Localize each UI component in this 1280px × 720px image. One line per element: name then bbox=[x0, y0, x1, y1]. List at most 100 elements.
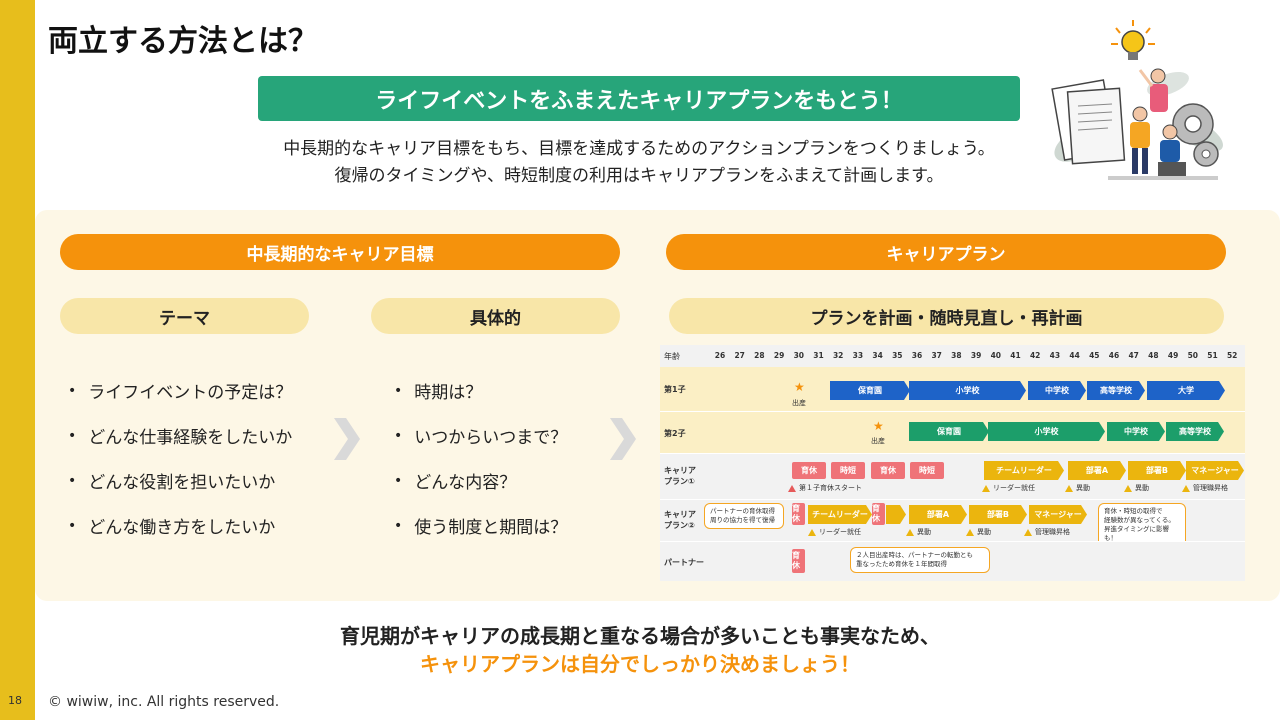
note-text: 異動 bbox=[1076, 484, 1090, 492]
career-goal-header: 中長期的なキャリア目標 bbox=[60, 234, 620, 270]
concrete-label: 具体的 bbox=[371, 298, 620, 334]
note-text: 第１子育休スタート bbox=[799, 484, 862, 492]
age-tick: 44 bbox=[1069, 351, 1080, 360]
triangle-marker-icon bbox=[788, 484, 796, 492]
page-number: 18 bbox=[8, 694, 22, 707]
age-tick: 51 bbox=[1207, 351, 1218, 360]
career-plan-header: キャリアプラン bbox=[666, 234, 1226, 270]
theme-label: テーマ bbox=[60, 298, 309, 334]
age-tick: 42 bbox=[1029, 351, 1041, 360]
concrete-list: 時期は？ いつからいつまで？ どんな内容？ 使う制度と期間は？ bbox=[394, 368, 567, 548]
child2-bar: 保育園 bbox=[909, 422, 989, 441]
age-tick: 38 bbox=[951, 351, 962, 360]
child1-label: 第1子 bbox=[664, 385, 686, 394]
people-brainstorm-illustration bbox=[1051, 20, 1223, 180]
leave-block: 育休 bbox=[792, 549, 805, 573]
leave-block: 育休 bbox=[792, 462, 826, 479]
career-plan2-label: キャリア プラン② bbox=[664, 509, 696, 531]
age-tick: 26 bbox=[714, 351, 726, 360]
plan-note: 管理職昇格 bbox=[1182, 483, 1228, 493]
conclusion-line-2: キャリアプランは自分でしっかり決めましょう！ bbox=[420, 652, 860, 676]
child2-bar: 小学校 bbox=[988, 422, 1105, 441]
age-tick: 45 bbox=[1089, 351, 1100, 360]
intro-line-2: 復帰のタイミングや、時短制度の利用はキャリアプランをふまえて計画します。 bbox=[334, 166, 944, 186]
leave-block: 育休 bbox=[872, 503, 885, 525]
callout-line: 経験数が異なってくる。 bbox=[1104, 516, 1175, 524]
age-axis-label: 年齢 bbox=[664, 352, 680, 361]
triangle-marker-icon bbox=[906, 528, 914, 536]
list-item: どんな働き方をしたいか bbox=[68, 503, 292, 548]
plan-note: 異動 bbox=[1124, 483, 1149, 493]
promotion-timing-callout: 育休・時短の取得で 経験数が異なってくる。 昇進タイミングに影響も！ bbox=[1098, 503, 1186, 547]
age-tick: 50 bbox=[1187, 351, 1199, 360]
role-bar: チームリーダー bbox=[808, 505, 872, 524]
callout-line: 昇進タイミングに影響も！ bbox=[1104, 525, 1169, 542]
child1-bar: 小学校 bbox=[909, 381, 1026, 400]
triangle-marker-icon bbox=[1124, 484, 1132, 492]
child2-row: 第2子 ★ 出産 保育園 小学校 中学校 高等学校 bbox=[660, 411, 1245, 453]
plan-note: リーダー就任 bbox=[982, 483, 1035, 493]
age-tick: 37 bbox=[931, 351, 942, 360]
list-item: ライフイベントの予定は？ bbox=[68, 368, 292, 413]
star-icon: ★ bbox=[794, 380, 805, 394]
note-text: 管理職昇格 bbox=[1035, 528, 1070, 536]
triangle-marker-icon bbox=[1024, 528, 1032, 536]
child1-row: 第1子 ★ 出産 保育園 小学校 中学校 高等学校 大学 bbox=[660, 367, 1245, 411]
plan-note: 異動 bbox=[966, 527, 991, 537]
age-tick: 47 bbox=[1128, 351, 1139, 360]
child2-label: 第2子 bbox=[664, 429, 686, 438]
age-tick: 28 bbox=[754, 351, 765, 360]
age-tick: 52 bbox=[1226, 351, 1238, 360]
role-bar: 部署B bbox=[969, 505, 1027, 524]
age-tick: 35 bbox=[892, 351, 903, 360]
plan-subheader: プランを計画・随時見直し・再計画 bbox=[669, 298, 1224, 334]
triangle-marker-icon bbox=[1182, 484, 1190, 492]
partner-note-callout: ２人目出産時は、パートナーの転勤とも 重なったため育休を１年間取得 bbox=[850, 547, 990, 573]
short-hours-block: 時短 bbox=[831, 462, 865, 479]
age-tick: 48 bbox=[1148, 351, 1159, 360]
age-tick: 32 bbox=[832, 351, 844, 360]
plan-note: 異動 bbox=[906, 527, 931, 537]
age-tick: 49 bbox=[1167, 351, 1179, 360]
note-text: 異動 bbox=[917, 528, 931, 536]
list-item: どんな内容？ bbox=[394, 458, 567, 503]
note-text: 異動 bbox=[977, 528, 991, 536]
age-tick: 33 bbox=[852, 351, 864, 360]
chevron-right-icon bbox=[334, 418, 360, 460]
role-bar-continued bbox=[886, 505, 906, 524]
callout-line: パートナーの育休取得 bbox=[710, 507, 775, 515]
age-tick: 31 bbox=[813, 351, 824, 360]
age-tick: 34 bbox=[872, 351, 883, 360]
child1-bar: 高等学校 bbox=[1087, 381, 1145, 400]
note-text: リーダー就任 bbox=[993, 484, 1035, 492]
plan-note: リーダー就任 bbox=[808, 527, 861, 537]
age-tick: 29 bbox=[773, 351, 785, 360]
intro-text: 中長期的なキャリア目標をもち、目標を達成するためのアクションプランをつくりましょ… bbox=[258, 136, 1020, 190]
career-plan1-row: キャリア プラン① 育休 時短 育休 時短 チームリーダー 部署A 部署B マネ… bbox=[660, 453, 1245, 499]
headline-banner: ライフイベントをふまえたキャリアプランをもとう！ bbox=[258, 76, 1020, 121]
role-bar: 部署A bbox=[1068, 461, 1126, 480]
triangle-marker-icon bbox=[966, 528, 974, 536]
age-tick: 27 bbox=[734, 351, 745, 360]
triangle-marker-icon bbox=[982, 484, 990, 492]
partner-row: パートナー 育休 ２人目出産時は、パートナーの転勤とも 重なったため育休を１年間… bbox=[660, 541, 1245, 581]
chevron-right-icon bbox=[610, 418, 636, 460]
list-item: いつからいつまで？ bbox=[394, 413, 567, 458]
role-bar: チームリーダー bbox=[984, 461, 1064, 480]
callout-line: ２人目出産時は、パートナーの転勤とも bbox=[856, 551, 973, 559]
role-bar: 部署A bbox=[909, 505, 967, 524]
short-hours-block: 時短 bbox=[910, 462, 944, 479]
plan-note: 異動 bbox=[1065, 483, 1090, 493]
plan-note: 管理職昇格 bbox=[1024, 527, 1070, 537]
star-icon: ★ bbox=[873, 419, 884, 433]
partner-help-callout: パートナーの育休取得 周りの協力を得て復帰 bbox=[704, 503, 784, 529]
triangle-marker-icon bbox=[1065, 484, 1073, 492]
age-tick: 36 bbox=[911, 351, 923, 360]
role-bar: 部署B bbox=[1128, 461, 1186, 480]
theme-list: ライフイベントの予定は？ どんな仕事経験をしたいか どんな役割を担いたいか どん… bbox=[68, 368, 292, 548]
copyright-text: © wiwiw, inc. All rights reserved. bbox=[48, 694, 280, 710]
sidebar-accent-bar bbox=[0, 0, 35, 720]
intro-line-1: 中長期的なキャリア目標をもち、目標を達成するためのアクションプランをつくりましょ… bbox=[283, 139, 995, 159]
child1-bar: 中学校 bbox=[1028, 381, 1086, 400]
